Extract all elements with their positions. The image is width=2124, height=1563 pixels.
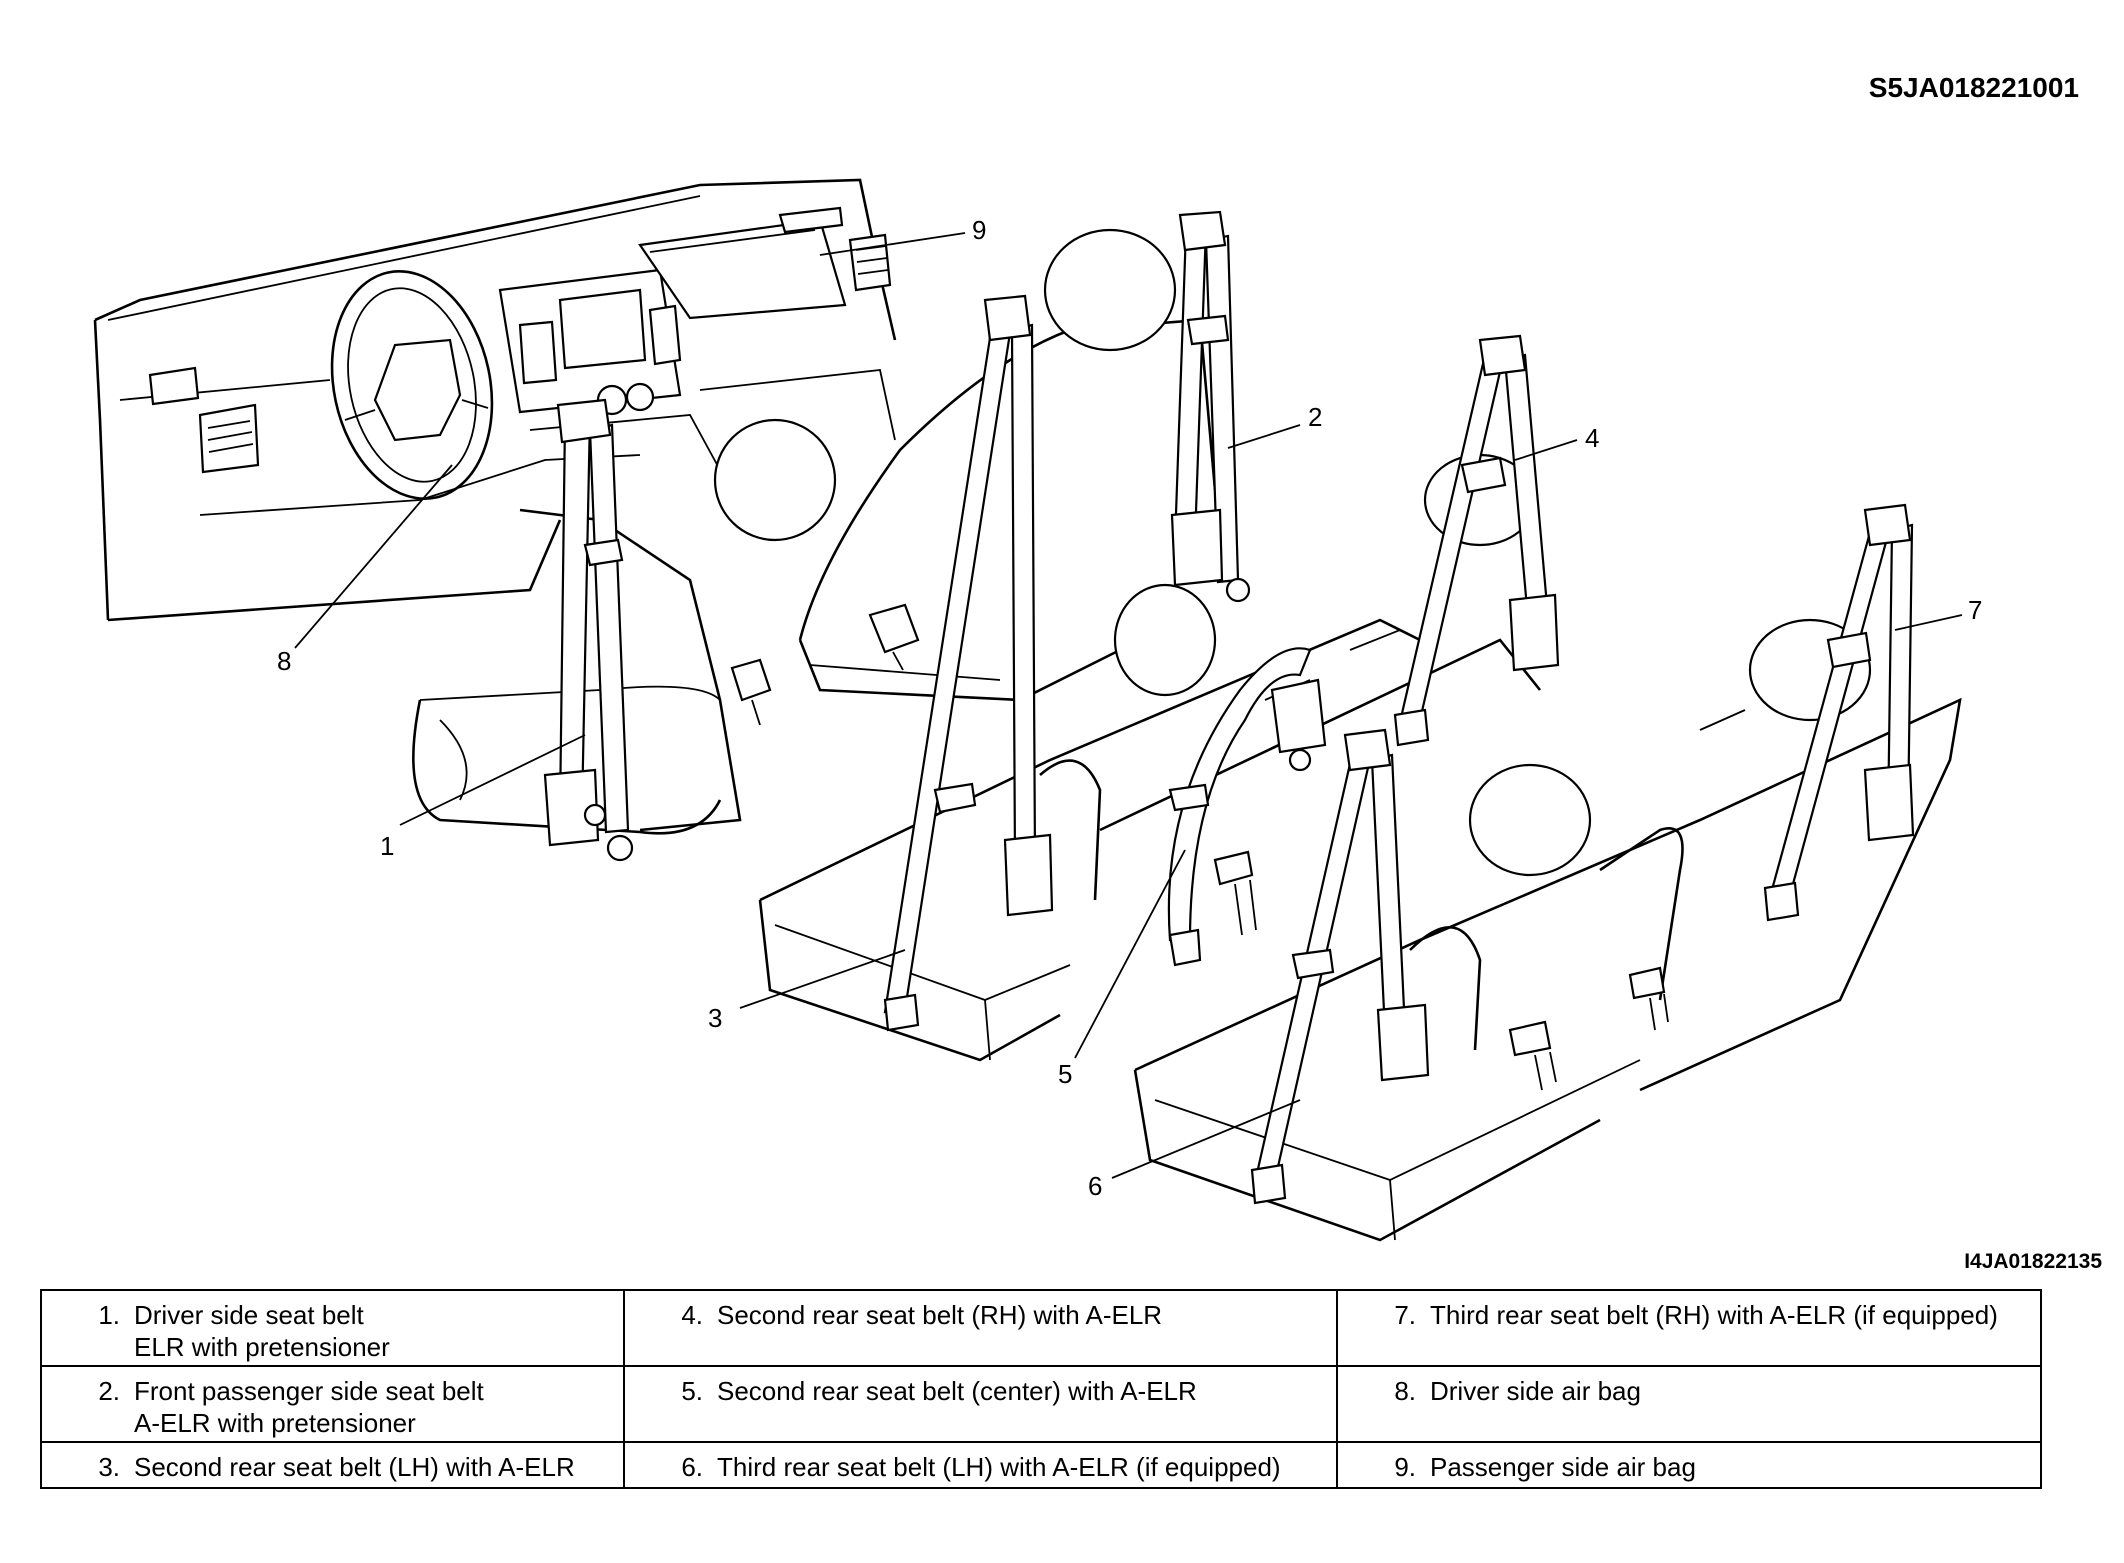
callout-8: 8 xyxy=(277,646,291,676)
callout-2: 2 xyxy=(1308,402,1322,432)
legend-text: Second rear seat belt (RH) with A-ELR xyxy=(717,1300,1163,1330)
seat-belt-layout-diagram: 1 2 3 4 5 6 7 8 9 xyxy=(93,178,1982,1242)
legend-cell: 3. Second rear seat belt (LH) with A-ELR xyxy=(40,1441,625,1489)
legend-cell: 6. Third rear seat belt (LH) with A-ELR (… xyxy=(623,1441,1338,1489)
legend-number: 4. xyxy=(681,1300,703,1330)
second-row-seat-drawing xyxy=(758,453,1542,1062)
legend-number: 9. xyxy=(1394,1452,1416,1482)
legend-cell: 9. Passenger side air bag xyxy=(1336,1441,2042,1489)
legend-number: 8. xyxy=(1394,1376,1416,1406)
legend-text: Third rear seat belt (LH) with A-ELR (if… xyxy=(717,1452,1281,1482)
callout-5: 5 xyxy=(1058,1059,1072,1089)
third-row-right-seat-belt-drawing xyxy=(1763,503,1915,922)
callout-4: 4 xyxy=(1585,423,1599,453)
callout-1: 1 xyxy=(380,831,394,861)
driver-seat-belt-drawing xyxy=(543,398,634,862)
legend-text: Driver side air bag xyxy=(1430,1376,1641,1406)
legend-number: 7. xyxy=(1394,1300,1416,1330)
callout-7: 7 xyxy=(1968,595,1982,625)
legend-text: Third rear seat belt (RH) with A-ELR (if… xyxy=(1430,1300,1998,1330)
legend-cell: 1. Driver side seat belt ELR with pretens… xyxy=(40,1289,625,1367)
legend-number: 6. xyxy=(681,1452,703,1482)
document-code: S5JA018221001 xyxy=(1868,72,2079,103)
legend-cell: 4. Second rear seat belt (RH) with A-ELR xyxy=(623,1289,1338,1367)
legend-text: Passenger side air bag xyxy=(1430,1452,1696,1482)
legend-row: 1. Driver side seat belt ELR with pretens… xyxy=(40,1289,2042,1367)
parts-legend-table: 1. Driver side seat belt ELR with pretens… xyxy=(40,1289,2042,1489)
legend-text: Front passenger side seat belt A-ELR wit… xyxy=(134,1376,484,1438)
callout-9: 9 xyxy=(972,215,986,245)
legend-row: 2. Front passenger side seat belt A-ELR w… xyxy=(40,1365,2042,1443)
legend-number: 1. xyxy=(98,1300,120,1330)
legend-number: 3. xyxy=(98,1452,120,1482)
legend-text: Second rear seat belt (center) with A-EL… xyxy=(717,1376,1197,1406)
legend-number: 5. xyxy=(681,1376,703,1406)
third-row-left-seat-belt-drawing xyxy=(1250,728,1430,1205)
second-row-right-seat-belt-drawing xyxy=(1393,334,1560,747)
legend-row: 3.Second rear seat belt (LH) with A-ELR … xyxy=(40,1441,2042,1489)
callout-3: 3 xyxy=(708,1003,722,1033)
legend-text: Second rear seat belt (LH) with A-ELR xyxy=(134,1452,575,1482)
callout-6: 6 xyxy=(1088,1171,1102,1201)
dashboard-drawing xyxy=(93,178,897,622)
figure-code: I4JA01822135 xyxy=(1964,1250,2102,1273)
legend-number: 2. xyxy=(98,1376,120,1406)
front-passenger-seat-belt-drawing xyxy=(1170,210,1251,603)
legend-cell: 5. Second rear seat belt (center) with A-… xyxy=(623,1365,1338,1443)
second-row-center-seat-belt-drawing xyxy=(1167,647,1327,967)
legend-cell: 7. Third rear seat belt (RH) with A-ELR (… xyxy=(1336,1289,2042,1367)
legend-cell: 8. Driver side air bag xyxy=(1336,1365,2042,1443)
front-passenger-seat-drawing xyxy=(798,228,1217,702)
second-row-left-seat-belt-drawing xyxy=(883,294,1054,1032)
legend-cell: 2. Front passenger side seat belt A-ELR w… xyxy=(40,1365,625,1443)
legend-text: Driver side seat belt ELR with pretensio… xyxy=(134,1300,390,1362)
callout-leader-lines xyxy=(294,232,1963,1179)
